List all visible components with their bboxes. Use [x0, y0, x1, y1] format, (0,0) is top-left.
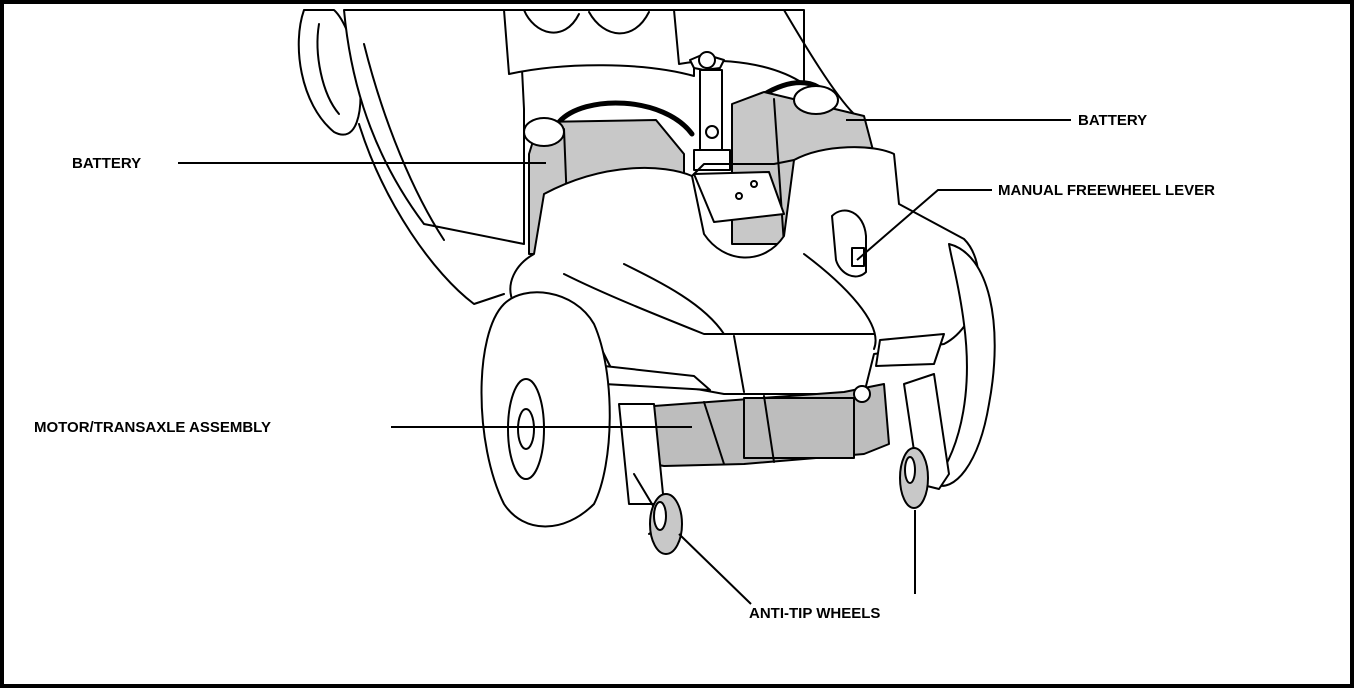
tiller — [689, 51, 731, 171]
rear-shroud — [503, 9, 855, 115]
battery-cable-left — [556, 100, 695, 137]
motor-transaxle — [639, 383, 890, 467]
freewheel-lever-recess — [831, 209, 867, 278]
leader-anti-tip-left — [678, 533, 752, 605]
label-motor-assembly: MOTOR/TRANSAXLE ASSEMBLY — [34, 419, 271, 436]
anti-tip-wheel-right — [899, 447, 929, 509]
seat-mount-plate — [693, 171, 785, 223]
label-anti-tip-wheels: ANTI-TIP WHEELS — [749, 605, 880, 622]
leader-freewheel-lever — [856, 189, 992, 261]
label-freewheel-lever: MANUAL FREEWHEEL LEVER — [998, 182, 1215, 199]
label-battery-right: BATTERY — [1078, 112, 1147, 129]
anti-tip-wheel-left — [649, 493, 683, 555]
rear-body — [509, 146, 980, 395]
scooter-diagram: BATTERY BATTERY MANUAL FREEWHEEL LEVER M… — [34, 9, 1215, 622]
drive-wheel-left — [480, 291, 611, 528]
floorboard — [343, 9, 525, 305]
label-battery-left: BATTERY — [72, 155, 141, 172]
